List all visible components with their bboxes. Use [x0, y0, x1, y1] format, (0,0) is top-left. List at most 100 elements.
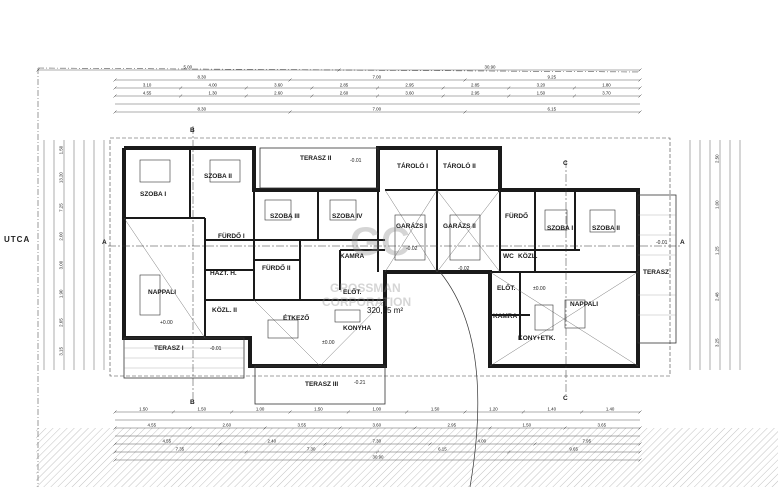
- dim-top-r2-tick-2: [463, 78, 467, 82]
- watermark-text-1: GROSSMAN: [330, 281, 401, 295]
- dim-right-3: 2.48: [715, 292, 720, 301]
- dim-top-r4-tick-7: [572, 94, 577, 98]
- section-markers: A A B B C C: [102, 127, 685, 406]
- level-terasz-right: -0.01: [656, 240, 668, 246]
- dim-bot-r2-4: 2.95: [448, 423, 457, 428]
- dim-top-r3-tick-4: [375, 86, 380, 90]
- dim-bot-r5-tick-1: [638, 458, 642, 462]
- room-garazs1: GARÁZS I: [396, 221, 427, 230]
- dim-top-r1-tick-1: [337, 68, 341, 72]
- dim-bot-r4-1: 7.30: [307, 447, 316, 452]
- dim-top-r4-6: 1.50: [537, 91, 546, 96]
- dim-top-r1-1: 30.90: [485, 65, 497, 70]
- dim-bot-r5-0: 30.90: [373, 455, 385, 460]
- dim-bot-r3-3: 4.00: [478, 439, 487, 444]
- dim-right-1: 1.00: [715, 200, 720, 209]
- dim-top-r2-2: 9.25: [548, 75, 557, 80]
- bed-left-1: [139, 159, 171, 183]
- driveway-curve: [439, 271, 479, 487]
- dim-bot-r2-tick-1: [188, 426, 192, 430]
- room-szoba2-right: SZOBA II: [592, 225, 620, 232]
- room-kamra-right: KAMRA: [493, 313, 517, 320]
- room-wc: WC: [503, 253, 514, 260]
- dim-top-r5-0: 8.30: [198, 107, 207, 112]
- dim-top-r4-3: 2.60: [340, 91, 349, 96]
- dining-table: [267, 319, 299, 339]
- dim-bot-r4-2: 6.15: [438, 447, 447, 452]
- room-szoba4: SZOBA IV: [332, 213, 363, 220]
- section-lines: [108, 126, 680, 400]
- dim-bot-r1-tick-6: [463, 410, 467, 414]
- level-garazs1: -0.02: [406, 246, 418, 252]
- dim-bot-r1-4: 1.00: [373, 407, 382, 412]
- room-konyha: KONYHA: [343, 325, 371, 332]
- room-etkezo: ÉTKEZŐ: [283, 313, 309, 322]
- dim-top-r2-tick-0: [113, 78, 117, 82]
- dim-top-r3-tick-6: [507, 86, 511, 90]
- dim-top-r1-0: 5.00: [184, 65, 193, 70]
- room-szoba1-right: SZOBA I: [547, 225, 573, 232]
- dim-bot-r4-tick-4: [638, 450, 642, 454]
- room-labels: SZOBA I SZOBA II FÜRDŐ I HÁZT. H. NAPPAL…: [140, 155, 669, 388]
- dim-top-r4-5: 2.95: [471, 91, 480, 96]
- dim-bot-r3-tick-2: [323, 442, 327, 446]
- room-haztart: HÁZT. H.: [210, 268, 237, 277]
- dim-top-r2-1: 7.00: [373, 75, 382, 80]
- dim-top-r4-tick-1: [178, 94, 183, 98]
- level-terasz2: -0.01: [350, 158, 362, 164]
- dim-top-r4-tick-5: [441, 94, 445, 98]
- section-a-left: A: [102, 239, 107, 246]
- room-terasz-right: TERASZ: [643, 269, 669, 276]
- dim-bot-r2-tick-6: [563, 426, 567, 430]
- dim-bot-r2-tick-2: [263, 426, 267, 430]
- level-terasz1: -0.01: [210, 346, 222, 352]
- dim-top-r1-tick-2: [638, 68, 642, 72]
- dim-bot-r3-1: 2.40: [268, 439, 277, 444]
- dim-bot-r4-tick-2: [375, 450, 380, 454]
- dim-bot-r2-1: 2.60: [223, 423, 232, 428]
- dimension-lines-right: [689, 140, 741, 370]
- dim-bot-r3-tick-3: [428, 442, 432, 446]
- dim-bot-r3-tick-5: [638, 442, 642, 446]
- dim-bot-r2-6: 3.65: [598, 423, 607, 428]
- dim-top-r3-tick-0: [113, 86, 117, 90]
- dim-bot-r1-tick-3: [288, 410, 292, 414]
- dim-bot-r1-7: 1.40: [548, 407, 557, 412]
- dim-bot-r1-tick-1: [171, 410, 176, 414]
- dim-top-r3-tick-2: [244, 86, 248, 90]
- dim-bot-r4-tick-3: [507, 450, 511, 454]
- dim-bot-r1-1: 1.50: [198, 407, 207, 412]
- level-terasz3: -0.21: [354, 380, 366, 386]
- terrace-2-shape: [259, 147, 379, 189]
- dim-top-r3-3: 2.85: [340, 83, 349, 88]
- dim-bot-r4-3: 9.65: [569, 447, 578, 452]
- dim-bot-r5-tick-0: [113, 458, 117, 462]
- dim-left-5: 1.90: [59, 289, 64, 298]
- dim-top-r4-1: 1.30: [208, 91, 217, 96]
- dim-bot-r1-tick-2: [229, 410, 234, 414]
- interior-walls: [124, 148, 638, 340]
- bed-mid-4: [329, 199, 357, 221]
- dim-bot-r1-5: 1.50: [431, 407, 440, 412]
- dim-bot-r2-tick-0: [113, 426, 117, 430]
- dim-bot-r1-0: 1.50: [139, 407, 148, 412]
- bed-mid-3: [264, 199, 292, 221]
- dim-bot-r2-0: 4.55: [148, 423, 157, 428]
- dim-left-4: 3.00: [59, 260, 64, 269]
- section-a-right: A: [680, 239, 685, 246]
- dim-top-r3-2: 3.60: [274, 83, 283, 88]
- dim-bot-r3-tick-4: [533, 442, 537, 446]
- dim-bot-r4-0: 7.35: [176, 447, 185, 452]
- room-kozl-right: KÖZL.: [518, 251, 538, 260]
- dim-bot-r3-tick-1: [218, 442, 222, 446]
- dim-top-r5-tick-1: [288, 110, 292, 114]
- dim-bot-r4-tick-1: [244, 450, 248, 454]
- dim-bot-r1-tick-9: [638, 410, 642, 414]
- dim-top-r3-5: 2.85: [471, 83, 480, 88]
- terraces: [123, 147, 677, 405]
- room-tarolo1: TÁROLÓ I: [397, 161, 428, 170]
- dim-top-r5-1: 7.00: [373, 107, 382, 112]
- dim-bot-r2-tick-3: [338, 426, 342, 430]
- dim-left-1: 13.20: [59, 172, 64, 184]
- dim-left-7: 3.15: [59, 347, 64, 356]
